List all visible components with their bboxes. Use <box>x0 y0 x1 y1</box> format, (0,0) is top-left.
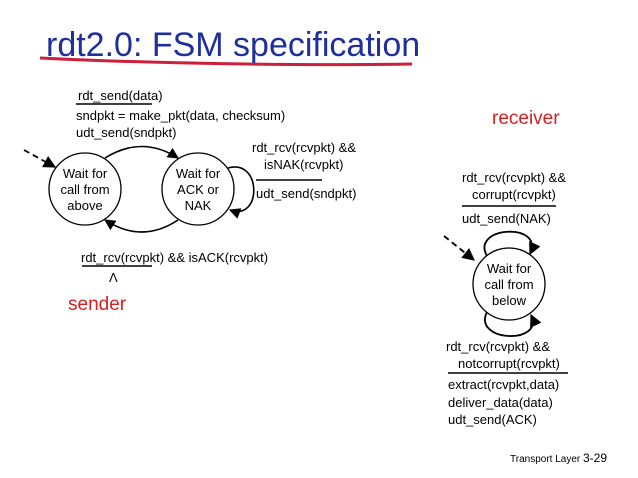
receiver-t2-event: notcorrupt(rcvpkt) <box>458 356 560 371</box>
receiver-t2-action: deliver_data(data) <box>448 395 553 410</box>
initial-arrow-sender <box>23 149 57 168</box>
state-wait-above-label: Wait for call from above <box>49 166 121 214</box>
state-line: call from <box>60 182 110 197</box>
sender-t1-action: udt_send(sndpkt) <box>76 125 177 140</box>
self-loop-notcorrupt <box>484 311 542 337</box>
transition-send <box>104 145 179 159</box>
sender-t1-action: sndpkt = make_pkt(data, checksum) <box>76 108 286 123</box>
receiver-label: receiver <box>492 108 560 129</box>
state-wait-below <box>472 247 546 321</box>
sender-t2-event: isNAK(rcvpkt) <box>264 157 344 172</box>
self-loop-corrupt <box>483 230 541 257</box>
sender-t2-event: rdt_rcv(rcvpkt) && <box>252 140 357 155</box>
state-line: below <box>492 293 526 308</box>
initial-arrow-receiver <box>443 235 475 261</box>
state-wait-above <box>48 152 122 226</box>
receiver-t1-event: rdt_rcv(rcvpkt) && <box>462 170 567 185</box>
state-line: above <box>67 198 103 213</box>
state-wait-ack-nak <box>161 152 235 226</box>
state-line: Wait for <box>175 166 221 181</box>
state-line: call from <box>484 277 534 292</box>
state-line: NAK <box>184 198 212 213</box>
sender-t3-action: Λ <box>109 270 118 285</box>
receiver-t2-action: udt_send(ACK) <box>448 412 537 427</box>
sender-label: sender <box>68 294 127 315</box>
slide-title: rdt2.0: FSM specification <box>46 26 421 64</box>
receiver-t1-action: udt_send(NAK) <box>462 211 551 226</box>
receiver-t1-event: corrupt(rcvpkt) <box>472 187 556 202</box>
footer: Transport Layer 3-29 <box>510 451 607 465</box>
sender-t3-event: rdt_rcv(rcvpkt) && isACK(rcvpkt) <box>81 250 269 265</box>
state-wait-below-label: Wait for call from below <box>473 261 545 309</box>
footer-page: 3-29 <box>583 451 608 465</box>
footer-section: Transport Layer <box>510 454 581 465</box>
receiver-t2-action: extract(rcvpkt,data) <box>448 377 560 392</box>
transition-ack <box>104 219 179 233</box>
self-loop-nak <box>227 166 255 219</box>
state-line: Wait for <box>486 261 532 276</box>
sender-t1-event: rdt_send(data) <box>78 88 163 103</box>
receiver-t2-event: rdt_rcv(rcvpkt) && <box>446 339 551 354</box>
sender-t2-action: udt_send(sndpkt) <box>256 186 357 201</box>
state-line: ACK or <box>177 182 219 197</box>
state-wait-ack-nak-label: Wait for ACK or NAK <box>162 166 234 214</box>
state-line: Wait for <box>62 166 108 181</box>
title-underline <box>39 56 413 67</box>
